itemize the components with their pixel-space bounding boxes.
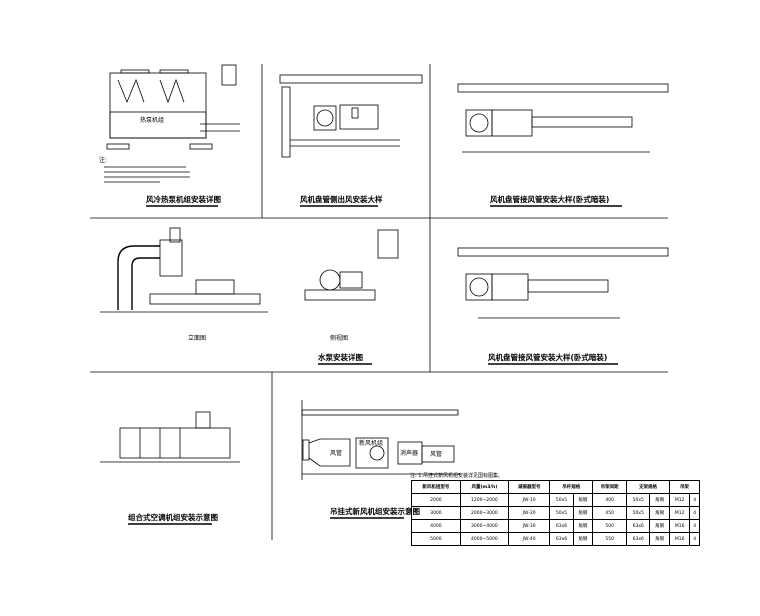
- ceiling-ahu-drawing: 风管 新风机组 消声器 风管 吊挂式新风机组安装示意图: [301, 400, 460, 519]
- table-cell: 角钢: [649, 506, 670, 520]
- ahu-drawing: 组合式空调机组安装示意图: [100, 411, 240, 525]
- table-cell: 3000: [411, 506, 461, 520]
- table-cell: 4: [689, 519, 700, 533]
- col-header: 吊杆规格: [549, 480, 594, 494]
- col-header: 减振器型号: [507, 480, 551, 494]
- pump-drawing: 立面图 侧视图 水泵安装详图: [100, 227, 399, 365]
- col-header: 新风机组型号: [411, 480, 461, 494]
- table-cell: JW-10: [507, 493, 551, 507]
- col-header: 支架规格: [626, 480, 670, 494]
- col-header: 吊架间距: [592, 480, 628, 494]
- svg-text:水泵安装详图: 水泵安装详图: [318, 352, 363, 362]
- panel-dividers: [90, 64, 668, 540]
- table-cell: 400: [592, 493, 628, 507]
- svg-text:侧视图: 侧视图: [330, 334, 348, 342]
- table-cell: 2000: [411, 493, 461, 507]
- table-cell: M12: [668, 493, 691, 507]
- table-cell: 2000~3000: [459, 506, 509, 520]
- fan-coil-duct-drawing-1: 风机盘管接风管安装大样(卧式暗装): [457, 83, 669, 207]
- table-cell: 角钢: [649, 532, 670, 546]
- svg-text:风管: 风管: [330, 449, 342, 457]
- table-cell: 角钢: [572, 532, 594, 546]
- svg-text:风机盘管侧出风安装大样: 风机盘管侧出风安装大样: [300, 194, 383, 204]
- table-cell: 3000~4000: [459, 519, 509, 533]
- svg-text:消声器: 消声器: [400, 449, 418, 457]
- table-cell: 63x6: [626, 519, 651, 533]
- table-cell: 500: [592, 519, 628, 533]
- heat-pump-drawing: 热泵机组 注: 风冷热泵机组安装详图: [99, 64, 240, 207]
- fan-coil-side-drawing: 风机盘管侧出风安装大样: [279, 74, 423, 207]
- table-cell: 角钢: [572, 519, 594, 533]
- table-cell: 4: [689, 506, 700, 520]
- spec-table-note: 注: 1.吊挂式新风机组安装详见国标图集。: [410, 473, 504, 479]
- table-cell: 63x6: [549, 519, 574, 533]
- table-cell: M12: [668, 506, 691, 520]
- svg-text:吊挂式新风机组安装示意图: 吊挂式新风机组安装示意图: [330, 506, 420, 516]
- table-cell: 50x5: [626, 506, 651, 520]
- col-header: 风量(m3/h): [459, 480, 509, 494]
- svg-text:热泵机组: 热泵机组: [140, 116, 164, 124]
- table-cell: 63x6: [626, 532, 651, 546]
- svg-text:风机盘管接风管安装大样(卧式暗装): 风机盘管接风管安装大样(卧式暗装): [488, 352, 607, 362]
- table-cell: 4000~5000: [459, 532, 509, 546]
- svg-text:风机盘管接风管安装大样(卧式暗装): 风机盘管接风管安装大样(卧式暗装): [490, 194, 609, 204]
- table-cell: 5000: [411, 532, 461, 546]
- table-cell: 50x5: [549, 493, 574, 507]
- svg-text:组合式空调机组安装示意图: 组合式空调机组安装示意图: [128, 512, 218, 522]
- svg-text:立面图: 立面图: [188, 334, 206, 342]
- table-cell: JW-40: [507, 532, 551, 546]
- spec-table: 新风机组型号 风量(m3/h) 减振器型号 吊杆规格 吊架间距 支架规格 吊架 …: [411, 480, 701, 546]
- table-cell: 角钢: [649, 493, 670, 507]
- fan-coil-duct-drawing-2: 风机盘管接风管安装大样(卧式暗装): [457, 247, 669, 365]
- table-cell: 63x6: [549, 532, 574, 546]
- svg-text:风冷热泵机组安装详图: 风冷热泵机组安装详图: [146, 194, 221, 204]
- table-cell: 角钢: [572, 493, 594, 507]
- svg-text:注:: 注:: [99, 156, 107, 164]
- table-cell: 50x5: [626, 493, 651, 507]
- table-cell: 50x5: [549, 506, 574, 520]
- table-cell: 4000: [411, 519, 461, 533]
- table-cell: JW-20: [507, 506, 551, 520]
- svg-text:风管: 风管: [430, 450, 442, 458]
- table-cell: 1200~2000: [459, 493, 509, 507]
- svg-text:新风机组: 新风机组: [359, 439, 383, 447]
- table-cell: M16: [668, 519, 691, 533]
- table-cell: JW-30: [507, 519, 551, 533]
- col-header: 吊架: [668, 480, 701, 494]
- table-cell: M16: [668, 532, 691, 546]
- table-cell: 550: [592, 532, 628, 546]
- table-cell: 450: [592, 506, 628, 520]
- table-cell: 角钢: [572, 506, 594, 520]
- table-cell: 4: [689, 532, 700, 546]
- table-cell: 4: [689, 493, 700, 507]
- table-cell: 角钢: [649, 519, 670, 533]
